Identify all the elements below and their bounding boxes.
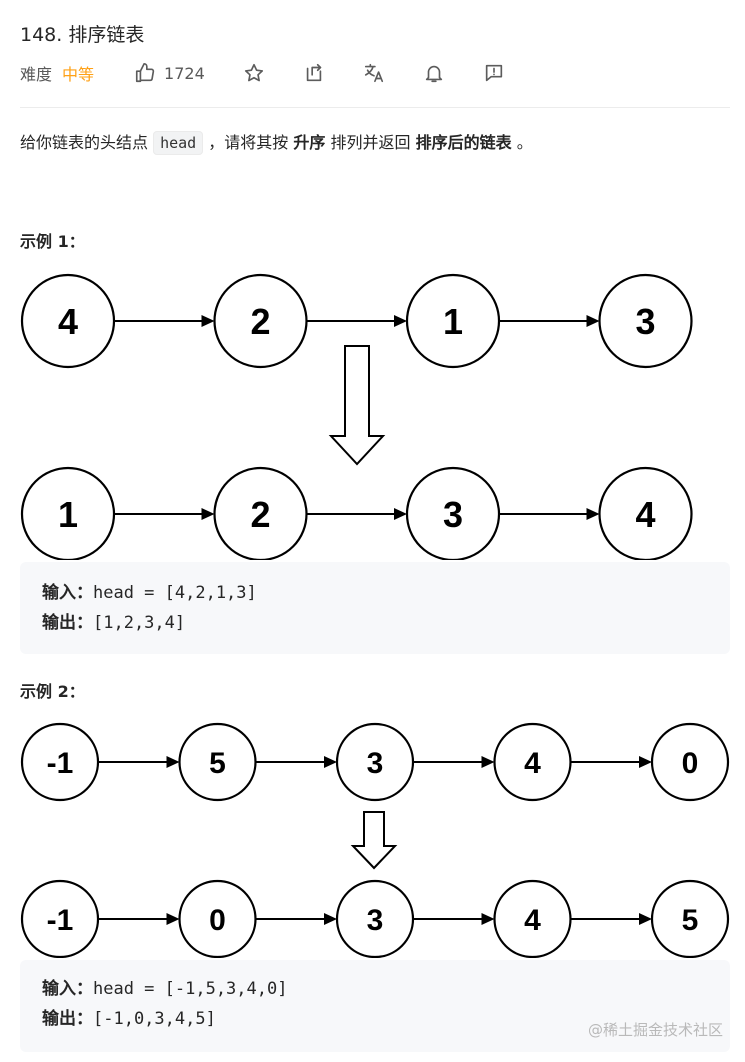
problem-meta-bar: 难度 中等 1724: [20, 60, 505, 86]
output-node: [405, 466, 501, 560]
output-node: [335, 879, 415, 958]
arrow-head: [481, 756, 495, 768]
arrow-head: [166, 756, 180, 768]
input-label: 输入：: [42, 979, 93, 999]
output-value: [1,2,3,4]: [93, 613, 186, 633]
arrow-head: [201, 508, 215, 520]
desc-bold-ascending: 升序: [293, 133, 326, 152]
header-divider: [20, 107, 730, 108]
favorite-button[interactable]: [243, 62, 265, 84]
output-node-value: 0: [209, 904, 226, 937]
example-2-title: 示例 2：: [20, 682, 85, 701]
input-node: [598, 273, 693, 369]
arrow-head: [394, 508, 407, 520]
share-icon: [306, 63, 321, 82]
input-value: head = [-1,5,3,4,0]: [93, 979, 288, 999]
input-node: [405, 273, 501, 369]
like-count: 1724: [164, 63, 205, 83]
problem-title: 148. 排序链表: [20, 24, 145, 46]
feedback-button[interactable]: [483, 62, 505, 84]
output-node: [178, 879, 257, 958]
output-value: [-1,0,3,4,5]: [93, 1009, 216, 1029]
input-node: [20, 722, 100, 802]
output-node-value: 4: [635, 494, 655, 535]
input-node-value: 3: [635, 301, 655, 342]
thumbs-up-icon: [135, 63, 155, 83]
translate-icon: [364, 63, 383, 83]
input-node-value: 4: [58, 301, 78, 342]
output-node-value: 3: [443, 494, 463, 535]
problem-description: 给你链表的头结点 head ，请将其按 升序 排列并返回 排序后的链表 。: [20, 128, 533, 158]
output-node: [650, 879, 730, 958]
notification-button[interactable]: [423, 62, 445, 84]
arrow-head: [324, 913, 337, 925]
output-node: [598, 466, 693, 560]
desc-text-4: 。: [511, 133, 533, 152]
difficulty-label: 难度: [20, 65, 53, 84]
arrow-head: [166, 913, 180, 925]
share-button[interactable]: [303, 62, 325, 84]
output-node: [493, 879, 572, 958]
arrow-head: [639, 756, 652, 768]
star-icon: [244, 63, 263, 82]
input-node-value: -1: [47, 747, 74, 780]
difficulty-badge: 中等: [62, 65, 95, 84]
output-node-value: 3: [367, 904, 384, 937]
example-1-title: 示例 1：: [20, 232, 85, 251]
example-1-code: 输入：head = [4,2,1,3] 输出：[1,2,3,4]: [20, 562, 730, 654]
example-2-input-line: 输入：head = [-1,5,3,4,0]: [42, 974, 708, 1004]
example-1-output-line: 输出：[1,2,3,4]: [42, 608, 708, 638]
arrow-head: [394, 315, 407, 327]
example-2-code: 输入：head = [-1,5,3,4,0] 输出：[-1,0,3,4,5]: [20, 960, 730, 1052]
input-node-value: 3: [367, 747, 384, 780]
example-2-output-line: 输出：[-1,0,3,4,5]: [42, 1004, 708, 1034]
output-node: [20, 879, 100, 958]
input-node-value: 4: [524, 747, 541, 780]
desc-text-3: 排列并返回: [325, 133, 416, 152]
input-node: [335, 722, 415, 802]
output-node-value: -1: [47, 904, 74, 937]
input-node-value: 0: [682, 747, 699, 780]
input-node: [493, 722, 572, 802]
sort-arrow-down: [328, 345, 386, 466]
translate-button[interactable]: [363, 62, 385, 84]
desc-text-1: 给你链表的头结点: [20, 133, 154, 152]
input-label: 输入：: [42, 583, 93, 603]
input-value: head = [4,2,1,3]: [93, 583, 257, 603]
output-node-value: 4: [524, 904, 541, 937]
arrow-head: [324, 756, 337, 768]
input-node: [650, 722, 730, 802]
desc-bold-sorted-list: 排序后的链表: [415, 133, 512, 152]
watermark: @稀土掘金技术社区: [587, 1021, 723, 1039]
input-node-value: 1: [443, 301, 463, 342]
arrow-head: [639, 913, 652, 925]
example-1-input-line: 输入：head = [4,2,1,3]: [42, 578, 708, 608]
input-node: [178, 722, 257, 802]
feedback-icon: [485, 64, 502, 82]
example-1-diagram: 4 2 1 3 1 2 3 4: [20, 273, 693, 560]
input-node: [20, 273, 116, 369]
output-label: 输出：: [42, 1009, 93, 1029]
bell-icon: [425, 65, 442, 83]
output-node-value: 2: [250, 494, 270, 535]
output-label: 输出：: [42, 613, 93, 633]
arrow-head: [481, 913, 495, 925]
output-node: [213, 466, 308, 560]
input-node-value: 2: [250, 301, 270, 342]
head-code: head: [153, 131, 204, 155]
output-node: [20, 466, 116, 560]
arrow-head: [586, 508, 600, 520]
sort-arrow-down: [350, 811, 398, 870]
example-2-diagram: -1 5 3 4 0 -1 0 3 4 5: [20, 722, 730, 958]
input-node: [213, 273, 308, 369]
arrow-head: [201, 315, 215, 327]
arrow-head: [586, 315, 600, 327]
output-node-value: 1: [58, 494, 78, 535]
input-node-value: 5: [209, 747, 226, 780]
like-button[interactable]: 1724: [134, 62, 205, 84]
output-node-value: 5: [682, 904, 699, 937]
desc-text-2: ，请将其按: [203, 133, 294, 152]
